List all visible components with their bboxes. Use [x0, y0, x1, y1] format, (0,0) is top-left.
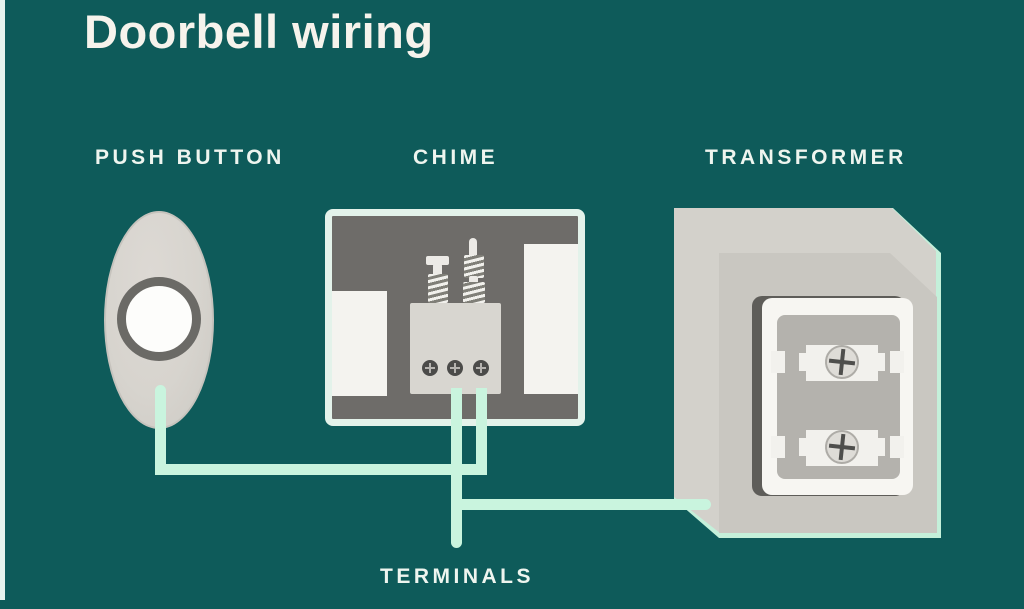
push-button-ring: [117, 277, 201, 361]
chime-plunger-left-spring: [428, 274, 448, 303]
transformer-terminal-top-tab-right: [890, 351, 904, 373]
chime-mechanism-box: [410, 303, 501, 394]
chime-tone-bar-left: [332, 291, 387, 396]
chime-terminal-screw-middle: [447, 360, 463, 376]
chime-plunger-right-spring-upper: [464, 255, 484, 278]
transformer-terminal-bottom-tab-right: [890, 436, 904, 458]
chime-plunger-right-stem: [469, 276, 478, 284]
label-terminals: TERMINALS: [380, 565, 534, 588]
left-edge-strip: [0, 0, 5, 600]
wire-chime-right-terminal: [476, 388, 487, 475]
chime-terminal-screw-left: [422, 360, 438, 376]
label-push-button: PUSH BUTTON: [95, 146, 285, 169]
chime-plunger-left-cap: [426, 256, 449, 265]
page-title: Doorbell wiring: [84, 5, 434, 58]
chime-plunger-right-spring-lower: [463, 282, 485, 303]
wire-chime-to-transformer: [451, 499, 711, 510]
label-chime: CHIME: [413, 146, 499, 169]
wire-push-button-vertical: [155, 385, 166, 475]
label-transformer: TRANSFORMER: [705, 146, 907, 169]
chime-terminal-screw-right: [473, 360, 489, 376]
transformer-terminal-top-tab-left: [771, 351, 785, 373]
chime-plunger-right-pin: [469, 238, 477, 257]
chime-tone-bar-right: [524, 244, 578, 394]
wire-push-button-to-chime: [155, 464, 487, 475]
wire-chime-middle-terminal-leader: [451, 388, 462, 548]
chime-plunger-left-stem: [433, 264, 442, 276]
transformer-terminal-bottom-tab-left: [771, 436, 785, 458]
